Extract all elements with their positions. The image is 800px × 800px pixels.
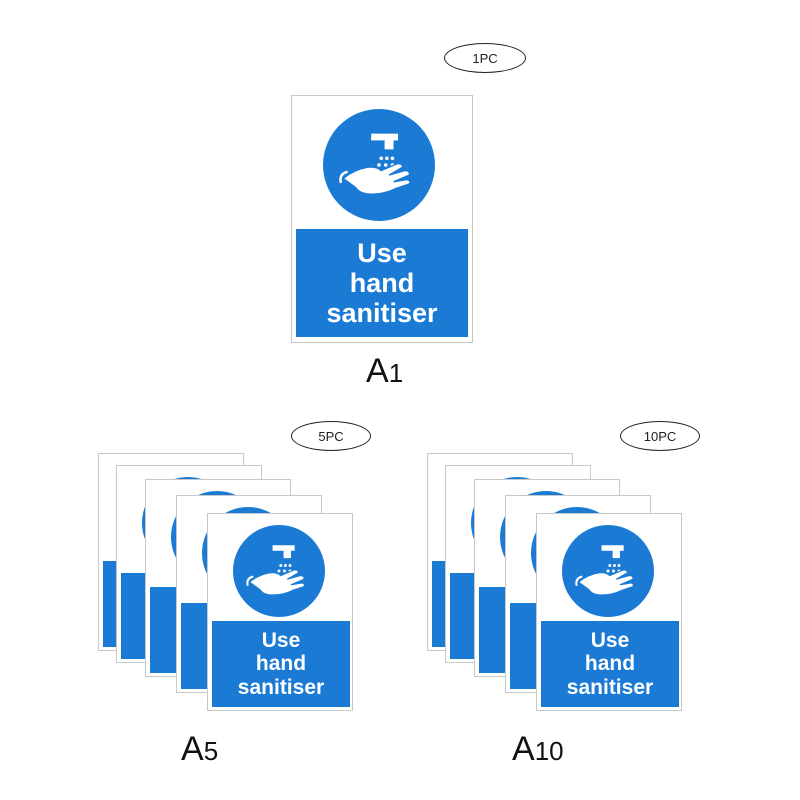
sign-text-panel: Use hand sanitiser xyxy=(296,229,468,337)
sign-a1: Use hand sanitiser xyxy=(291,95,473,343)
label-letter: A xyxy=(181,730,204,768)
label-letter: A xyxy=(512,730,535,768)
quantity-badge-a1: 1PC xyxy=(444,43,526,73)
stacked-sign: Use hand sanitiser xyxy=(207,513,353,711)
sign-symbol-circle xyxy=(323,109,435,221)
variant-label-a5: A5 xyxy=(181,730,218,769)
hand-wash-tap-icon xyxy=(246,545,305,596)
sign-text-panel: Use hand sanitiser xyxy=(212,621,350,707)
stacked-sign: Use hand sanitiser xyxy=(536,513,682,711)
quantity-badge-a5: 5PC xyxy=(291,421,371,451)
variant-label-a10: A10 xyxy=(512,730,564,769)
sign-text-panel: Use hand sanitiser xyxy=(541,621,679,707)
label-number: 10 xyxy=(534,736,564,766)
hand-wash-tap-icon xyxy=(575,545,634,596)
quantity-badge-a10: 10PC xyxy=(620,421,700,451)
sign-symbol-circle xyxy=(233,525,325,617)
hand-wash-tap-icon xyxy=(339,133,411,195)
label-number: 5 xyxy=(203,736,219,766)
label-number: 1 xyxy=(388,358,404,388)
variant-label-a1: A1 xyxy=(366,352,403,391)
label-letter: A xyxy=(366,352,389,390)
sign-symbol-circle xyxy=(562,525,654,617)
